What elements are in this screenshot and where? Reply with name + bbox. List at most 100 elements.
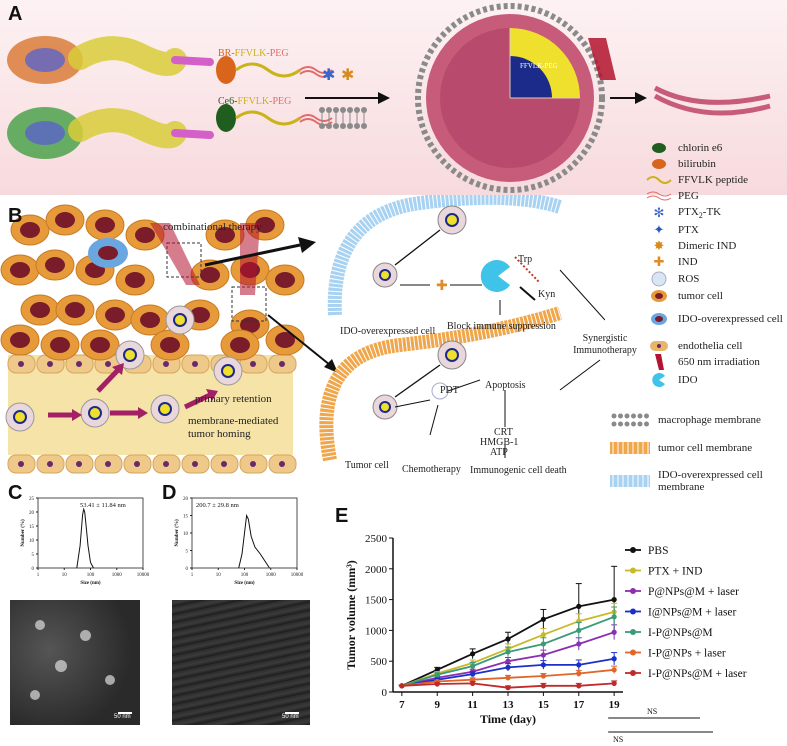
- data-point: [540, 641, 546, 647]
- legend-label: tumor cell membrane: [658, 442, 753, 454]
- blue-star-icon: ✦: [653, 222, 665, 237]
- x-tick-label: 9: [434, 699, 440, 711]
- data-point: [576, 670, 582, 677]
- scale-bar-d: 50 nm: [282, 714, 299, 720]
- x-tick-label: 10000: [137, 573, 150, 578]
- panel-b-label: B: [8, 205, 23, 227]
- y-tick-label: 1000: [365, 625, 388, 637]
- legend-label: IDO: [678, 374, 698, 386]
- synergistic-label: Synergistic Immunotherapy: [573, 333, 637, 356]
- data-point: [505, 636, 511, 642]
- endothelial-cell-icon: [646, 339, 672, 353]
- data-point: [470, 663, 476, 669]
- legend-item: chlorin e6: [646, 140, 722, 156]
- data-point: [540, 662, 546, 668]
- legend-label: PTX + IND: [648, 566, 702, 578]
- legend-label: endothelia cell: [678, 340, 743, 352]
- ptx2-tk-icon: ✱: [322, 67, 335, 84]
- legend-label: IND: [678, 256, 698, 268]
- panel-b-diagram: ✚: [0, 190, 606, 474]
- y-tick-label: 25: [29, 497, 35, 502]
- y-tick-label: 0: [186, 567, 189, 572]
- y-tick-label: 0: [32, 567, 35, 572]
- x-tick-label: 100: [87, 573, 95, 578]
- legend-marker: [630, 629, 636, 635]
- size-annotation: 53.41 ± 11.84 nm: [80, 502, 126, 509]
- legend-item: endothelia cell: [646, 338, 742, 354]
- green-ellipse-icon: [646, 141, 672, 155]
- crt-label: CRT: [494, 427, 513, 438]
- arrow-icon: [378, 92, 390, 104]
- legend-item: ✸Dimeric IND: [646, 238, 737, 254]
- data-point: [505, 664, 511, 670]
- y-tick-label: 20: [29, 511, 35, 516]
- legend-marker: [630, 567, 636, 574]
- legend-label: Dimeric IND: [678, 240, 737, 252]
- legend-label: P@NPs@M + laser: [648, 586, 739, 598]
- atp-label: ATP: [490, 447, 508, 458]
- legend-label: 650 nm irradiation: [678, 356, 760, 368]
- data-point: [505, 649, 511, 655]
- y-axis-label: Number (%): [21, 519, 26, 547]
- panel-b: ✚ B combinational therapy primary retent…: [0, 190, 637, 480]
- legend-membrane-item: macrophage membrane: [608, 412, 761, 428]
- data-point: [576, 603, 582, 609]
- x-tick-label: 10000: [291, 573, 304, 578]
- x-tick-label: 100: [241, 573, 249, 578]
- legend-label: PEG: [678, 190, 699, 202]
- combinational-therapy-label: combinational therapy: [163, 221, 262, 233]
- ce6-ffvlk-peg-label: Ce6-FFVLK-PEG: [218, 96, 292, 107]
- nanofiber: [653, 85, 771, 116]
- orange-ellipse-icon: [646, 157, 672, 171]
- legend-membrane-item: IDO-overexpressed cell membrane: [608, 468, 783, 494]
- nanoparticle: FFVLK-PEG: [415, 3, 605, 193]
- legend-label: ROS: [678, 273, 700, 285]
- legend-label: chlorin e6: [678, 142, 723, 154]
- legend-item: PEG: [646, 188, 699, 204]
- legend-marker: [630, 608, 636, 615]
- legend-label: PTX2-TK: [678, 205, 722, 221]
- dls-curve: [76, 507, 94, 569]
- br-ffvlk-peg-label: BR-FFVLK-PEG: [218, 48, 289, 59]
- legend-label: IDO-overexpressed cell membrane: [658, 469, 763, 493]
- x-tick-label: 1000: [266, 573, 277, 578]
- trp-label: Trp: [518, 254, 533, 265]
- legend-marker: [630, 547, 636, 553]
- data-point: [505, 658, 511, 664]
- tumor-membrane-icon: [608, 441, 652, 455]
- bilirubin-conjugate-model: [7, 36, 214, 84]
- icd-label: Immunogenic cell death: [470, 465, 567, 476]
- ido-pacman-icon: [480, 260, 510, 292]
- legend-label: PBS: [648, 545, 668, 557]
- ido-cell-icon: [646, 312, 672, 326]
- legend-label: I-P@NPs@M: [648, 627, 713, 639]
- y-tick-label: 2500: [365, 533, 388, 545]
- legend-label: IDO-overexpressed cell: [678, 313, 783, 325]
- macrophage-membrane-fragment: [319, 107, 367, 129]
- laser-icon: [646, 354, 672, 370]
- y-tick-label: 10: [29, 539, 35, 544]
- core-label: FFVLK-PEG: [520, 62, 558, 70]
- orange-cross-icon: ✚: [653, 254, 665, 269]
- panel-a: ✱ ✱ FFVLK-PEG A BR-FF: [0, 0, 787, 195]
- legend-label: I-P@NPs + laser: [648, 648, 726, 660]
- data-point: [540, 652, 546, 658]
- legend-marker: [630, 670, 636, 676]
- br-peptide-icon: [216, 56, 333, 84]
- legend-item: ROS: [646, 271, 699, 287]
- y-tick-label: 500: [371, 656, 388, 668]
- ros-bubble-icon: [646, 271, 672, 287]
- legend-label: tumor cell: [678, 290, 723, 302]
- size-annotation: 200.7 ± 29.8 nm: [196, 502, 239, 509]
- data-point: [611, 667, 617, 673]
- data-point: [540, 616, 546, 622]
- data-point: [611, 597, 617, 603]
- legend-label: I-P@NPs@M + laser: [648, 668, 747, 680]
- data-point: [611, 656, 617, 662]
- legend-item: bilirubin: [646, 156, 716, 172]
- legend-label: macrophage membrane: [658, 414, 761, 426]
- data-point: [611, 680, 617, 686]
- ido-cell-label: IDO-overexpressed cell: [340, 326, 436, 337]
- yellow-wave-icon: [646, 173, 672, 187]
